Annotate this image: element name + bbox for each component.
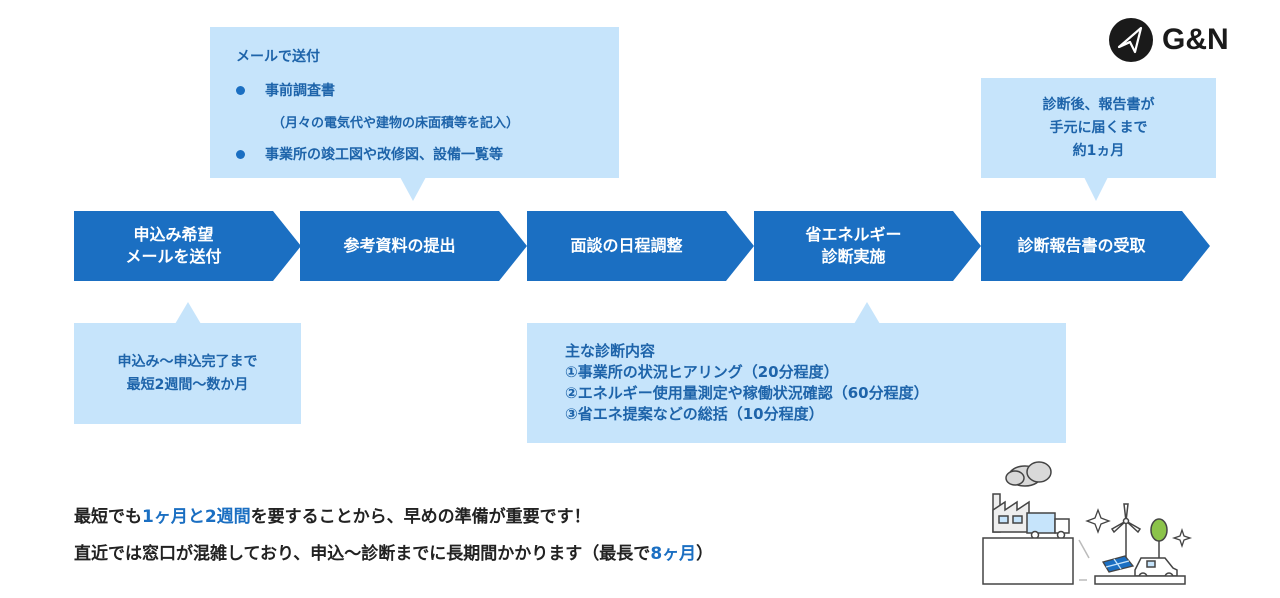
email-item-1-label: 事前調査書 bbox=[265, 83, 335, 99]
report-line-2: 手元に届くまで bbox=[1049, 120, 1148, 136]
email-item-2-label: 事業所の竣工図や改修図、設備一覧等 bbox=[265, 147, 503, 163]
step-submit-materials: 参考資料の提出 bbox=[300, 211, 527, 281]
bottom-note-2-a: 直近では窓口が混雑しており、申込～診断までに長期間かかります（最長で bbox=[74, 544, 651, 564]
step-energy-diagnosis: 省エネルギー 診断実施 bbox=[754, 211, 981, 281]
step-energy-diagnosis-line-2: 診断実施 bbox=[821, 247, 886, 266]
apply-callout: 申込み～申込完了まで 最短2週間～数か月 bbox=[74, 323, 301, 424]
email-item-2: 事業所の竣工図や改修図、設備一覧等 bbox=[236, 144, 503, 164]
report-callout: 診断後、報告書が 手元に届くまで 約1ヵ月 bbox=[981, 78, 1216, 178]
email-callout-title: メールで送付 bbox=[236, 49, 320, 65]
diagnosis-item-3: ③省エネ提案などの総括（10分程度） bbox=[565, 405, 824, 423]
step-receive-report-label: 診断報告書の受取 bbox=[1017, 236, 1146, 255]
bottom-note-1-b: を要することから、早めの準備が重要です！ bbox=[250, 507, 591, 527]
bottom-note-2: 直近では窓口が混雑しており、申込～診断までに長期間かかります（最長で8ヶ月） bbox=[74, 539, 713, 564]
bottom-note-2-highlight: 8ヶ月 bbox=[650, 544, 697, 564]
bottom-note-1-a: 最短でも bbox=[74, 507, 142, 527]
step-energy-diagnosis-line-1: 省エネルギー bbox=[805, 225, 902, 244]
step-schedule-meeting: 面談の日程調整 bbox=[527, 211, 754, 281]
report-callout-text: 診断後、報告書が 手元に届くまで 約1ヵ月 bbox=[981, 78, 1216, 163]
bullet-icon bbox=[236, 149, 245, 159]
email-item-1: 事前調査書 bbox=[236, 80, 335, 100]
step-receive-report: 診断報告書の受取 bbox=[981, 211, 1210, 281]
diagnosis-item-2: ②エネルギー使用量測定や稼働状況確認（60分程度） bbox=[565, 384, 929, 402]
apply-callout-text: 申込み～申込完了まで 最短2週間～数か月 bbox=[74, 323, 301, 397]
step-schedule-meeting-label: 面談の日程調整 bbox=[570, 236, 683, 255]
diagnosis-callout-text: 主な診断内容 ①事業所の状況ヒアリング（20分程度） ②エネルギー使用量測定や稼… bbox=[527, 323, 1066, 425]
step-apply-line-1: 申込み希望 bbox=[133, 225, 214, 244]
diagnosis-item-1: ①事業所の状況ヒアリング（20分程度） bbox=[565, 363, 839, 381]
step-apply: 申込み希望 メールを送付 bbox=[74, 211, 301, 281]
step-apply-line-2: メールを送付 bbox=[125, 247, 222, 266]
diagnosis-callout: 主な診断内容 ①事業所の状況ヒアリング（20分程度） ②エネルギー使用量測定や稼… bbox=[527, 323, 1066, 443]
logo-text: G&N bbox=[1162, 23, 1229, 56]
step-submit-materials-label: 参考資料の提出 bbox=[343, 236, 456, 255]
diagnosis-callout-pointer bbox=[854, 302, 880, 324]
email-callout: メールで送付 事前調査書 （月々の電気代や建物の床面積等を記入） 事業所の竣工図… bbox=[210, 27, 619, 178]
bullet-icon bbox=[236, 85, 245, 95]
email-item-1-note: （月々の電気代や建物の床面積等を記入） bbox=[272, 116, 520, 131]
apply-line-1: 申込み～申込完了まで bbox=[117, 354, 258, 370]
bottom-note-1-highlight: 1ヶ月と2週間 bbox=[142, 507, 251, 527]
report-callout-pointer bbox=[1084, 177, 1108, 201]
email-callout-pointer bbox=[400, 177, 426, 201]
report-line-3: 約1ヵ月 bbox=[1072, 143, 1125, 159]
logo-icon bbox=[1109, 18, 1153, 62]
bottom-note-1: 最短でも1ヶ月と2週間を要することから、早めの準備が重要です！ bbox=[74, 502, 591, 527]
bottom-note-2-b: ） bbox=[696, 544, 714, 564]
report-line-1: 診断後、報告書が bbox=[1042, 97, 1155, 113]
brand-logo: G&N bbox=[1108, 17, 1229, 63]
factory-illustration bbox=[982, 461, 1193, 585]
apply-line-2: 最短2週間～数か月 bbox=[126, 377, 249, 393]
apply-callout-pointer bbox=[175, 302, 201, 324]
diagnosis-title: 主な診断内容 bbox=[565, 342, 656, 360]
